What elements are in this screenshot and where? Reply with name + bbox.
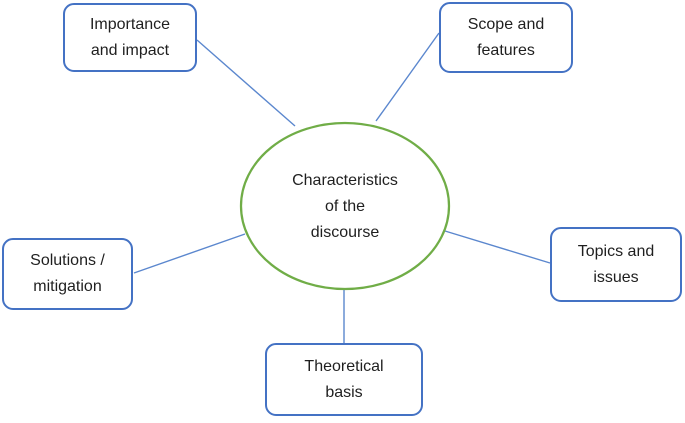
- center-ellipse: [239, 121, 451, 291]
- node-solutions-mitigation-label: Solutions / mitigation: [30, 252, 105, 295]
- node-topics-issues: Topics and issues: [550, 227, 682, 302]
- node-scope-features-label: Scope and features: [467, 15, 545, 59]
- connector-importance-impact: [196, 39, 296, 127]
- node-importance-impact: Importance and impact: [63, 3, 197, 72]
- connector-solutions-mitigation: [133, 233, 246, 274]
- node-solutions-mitigation: Solutions / mitigation: [2, 238, 133, 310]
- node-importance-impact-label: Importance and impact: [89, 15, 171, 59]
- node-topics-issues-label: Topics and issues: [577, 242, 655, 286]
- connector-scope-features: [375, 32, 440, 122]
- center-node: Characteristics of the discourse: [245, 168, 445, 246]
- node-scope-features: Scope and features: [439, 2, 573, 73]
- node-theoretical-basis-label: Theoretical basis: [304, 357, 384, 401]
- center-node-label: Characteristics of the discourse: [292, 172, 398, 241]
- node-theoretical-basis: Theoretical basis: [265, 343, 423, 416]
- connector-topics-issues: [444, 230, 551, 264]
